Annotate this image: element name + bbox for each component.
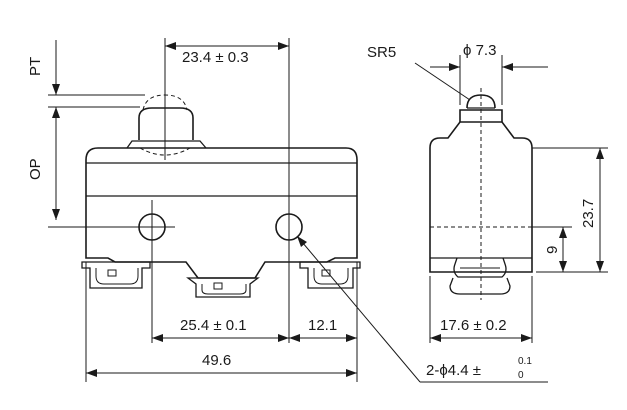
holes-label: 2-ϕ4.4 ± — [426, 362, 481, 379]
side-terminal-lower — [449, 277, 511, 295]
plunger-base — [126, 140, 207, 149]
terminal-left — [81, 261, 151, 289]
op-label: OP — [27, 158, 44, 180]
width-arrow-right — [521, 334, 532, 342]
edge-distance-arrow-left — [289, 334, 300, 342]
sr5-label: SR5 — [367, 44, 396, 61]
op-arrow-top — [52, 107, 60, 118]
overall-length-arrow-right — [346, 369, 357, 377]
pin-spacing-arrow-left — [165, 42, 176, 50]
phi-arrow-right — [502, 63, 513, 71]
hole-height-arrow-top — [559, 227, 567, 238]
width-label: 17.6 ± 0.2 — [440, 317, 507, 334]
side-view-dimensions: SR5 ϕ 7.3 23.7 9 17.6 ± 0.2 — [367, 42, 608, 343]
side-view — [429, 88, 533, 300]
mount-spacing-arrow-left — [152, 334, 163, 342]
holes-tol-upper: 0.1 — [518, 356, 532, 367]
plunger-outline — [138, 107, 194, 140]
holes-tol-lower: 0 — [518, 370, 524, 381]
height-label: 23.7 — [580, 199, 597, 228]
overall-length-label: 49.6 — [202, 352, 231, 369]
pin-spacing-label: 23.4 ± 0.3 — [182, 49, 249, 66]
mount-spacing-label: 25.4 ± 0.1 — [180, 317, 247, 334]
pin-spacing-arrow-right — [278, 42, 289, 50]
side-body — [429, 121, 533, 273]
holes-leader-arrow — [297, 236, 307, 247]
terminal-center — [186, 277, 260, 298]
front-view-dimensions: PT OP 23.4 ± 0.3 25.4 ± 0.1 12.1 49.6 — [27, 38, 548, 383]
mount-spacing-arrow-right — [278, 334, 289, 342]
holes-leader — [296, 235, 421, 383]
phi-arrow-left — [449, 63, 460, 71]
overall-length-arrow-left — [86, 369, 97, 377]
op-arrow-bottom — [52, 209, 60, 220]
edge-distance-label: 12.1 — [308, 317, 337, 334]
hole-height-label: 9 — [544, 246, 561, 254]
pt-arrow — [52, 84, 60, 95]
phi-label: ϕ 7.3 — [463, 42, 496, 59]
height-arrow-top — [596, 148, 604, 159]
height-arrow-bottom — [596, 261, 604, 272]
pt-label: PT — [27, 57, 44, 76]
front-view — [81, 94, 361, 298]
hole-height-arrow-bottom — [559, 261, 567, 272]
sr5-leader — [414, 62, 471, 101]
width-arrow-left — [430, 334, 441, 342]
edge-distance-arrow-right — [346, 334, 357, 342]
terminal-right — [299, 261, 361, 289]
side-terminal — [453, 257, 507, 278]
